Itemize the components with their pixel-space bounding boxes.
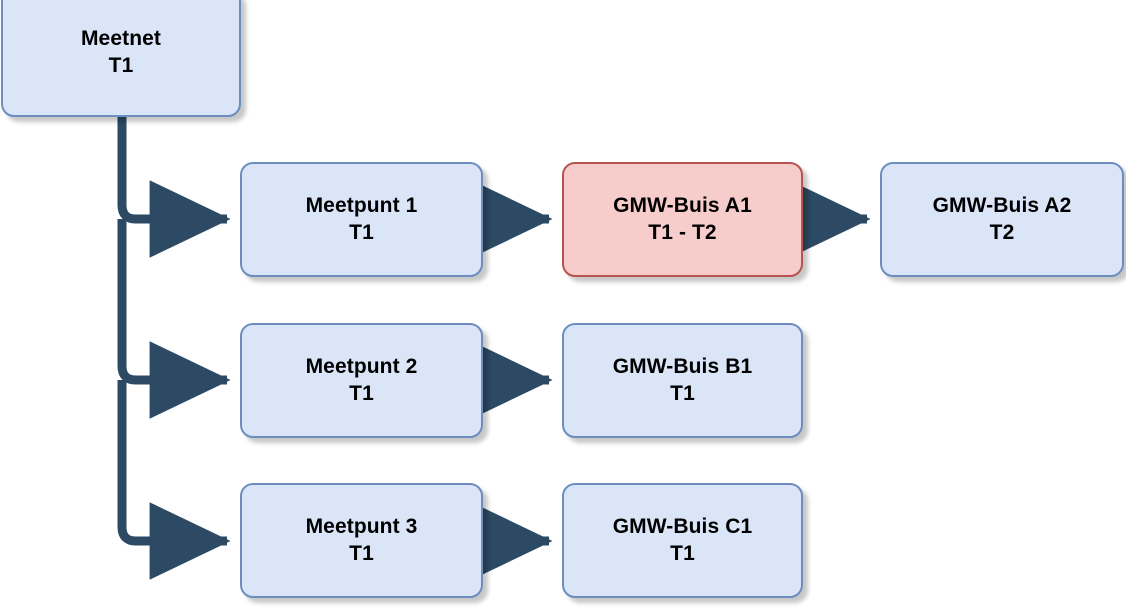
node-gmw-buis-b1[interactable]: GMW-Buis B1 T1 (562, 323, 803, 438)
node-meetpunt-2-period: T1 (349, 381, 374, 405)
node-gmw-buis-b1-name: GMW-Buis B1 (612, 354, 753, 378)
node-meetpunt-2[interactable]: Meetpunt 2 T1 (240, 323, 483, 438)
node-gmw-buis-c1[interactable]: GMW-Buis C1 T1 (562, 483, 803, 598)
edge-meetnet-to-meetpunt-2 (117, 219, 231, 419)
edge-meetnet-to-meetpunt-1 (117, 117, 231, 258)
node-gmw-buis-b1-period: T1 (670, 381, 695, 405)
node-meetpunt-2-name: Meetpunt 2 (305, 354, 418, 378)
node-gmw-buis-c1-period: T1 (670, 541, 695, 565)
node-gmw-buis-a2-name: GMW-Buis A2 (932, 193, 1072, 217)
node-gmw-buis-c1-name: GMW-Buis C1 (612, 514, 753, 538)
node-gmw-buis-a1-period: T1 - T2 (648, 220, 717, 244)
node-gmw-buis-a2-period: T2 (989, 220, 1015, 244)
node-meetpunt-3[interactable]: Meetpunt 3 T1 (240, 483, 483, 598)
node-meetnet[interactable]: Meetnet T1 (1, 0, 241, 117)
node-meetnet-period: T1 (108, 53, 134, 77)
node-meetpunt-1-period: T1 (349, 220, 374, 244)
edge-meetnet-to-meetpunt-3 (117, 380, 231, 580)
node-gmw-buis-a1-name: GMW-Buis A1 (613, 193, 752, 217)
node-meetpunt-1[interactable]: Meetpunt 1 T1 (240, 162, 483, 277)
node-meetnet-name: Meetnet (80, 26, 162, 50)
node-meetpunt-3-period: T1 (349, 541, 374, 565)
node-meetpunt-1-name: Meetpunt 1 (305, 193, 418, 217)
node-gmw-buis-a2[interactable]: GMW-Buis A2 T2 (880, 162, 1124, 277)
node-meetpunt-3-name: Meetpunt 3 (305, 514, 418, 538)
node-gmw-buis-a1[interactable]: GMW-Buis A1 T1 - T2 (562, 162, 803, 277)
